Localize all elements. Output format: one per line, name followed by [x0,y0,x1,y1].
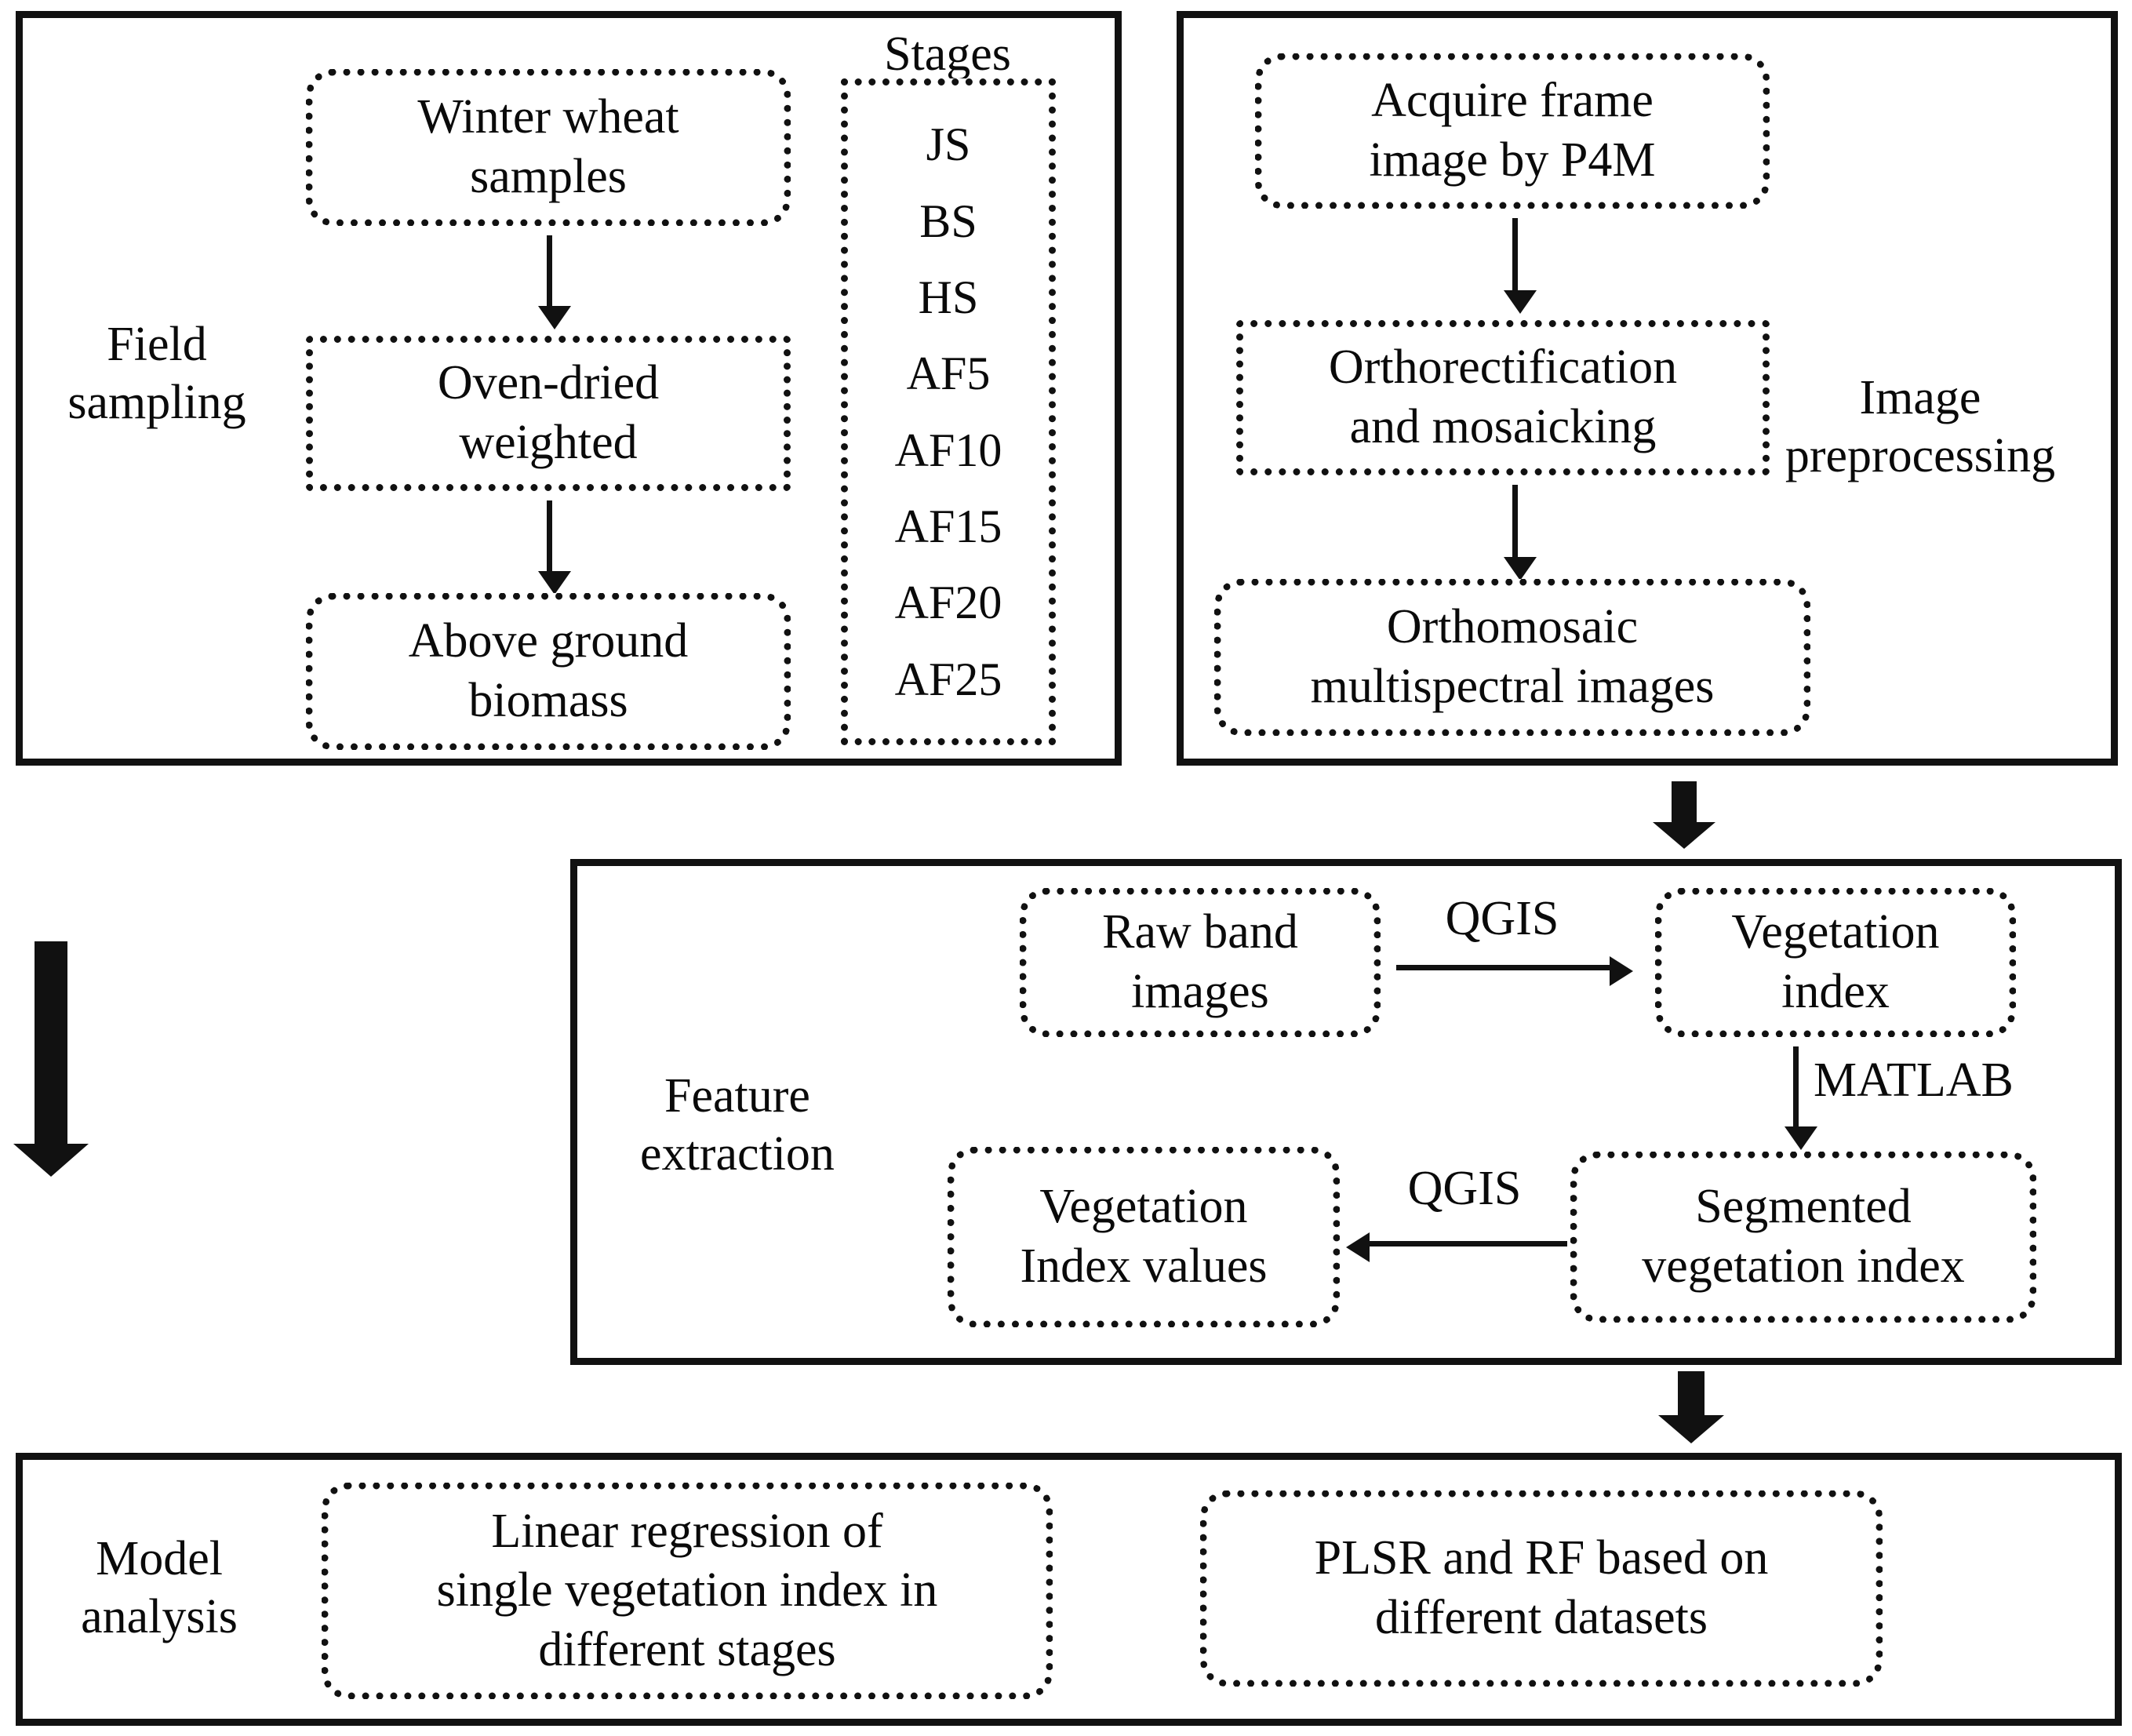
node-acquire-frame-image: Acquire frame image by P4M [1255,53,1770,209]
node-winter-wheat-samples: Winter wheat samples [306,69,791,226]
node-oven-dried-weighted: Oven-dried weighted [306,336,791,491]
arrow-vegindex-to-segmented [1785,1046,1817,1150]
stage-item: AF15 [894,500,1002,552]
stage-item: AF5 [906,348,991,400]
stage-item: AF20 [894,577,1002,629]
block-arrow-feature-to-model [1657,1371,1726,1443]
edge-label-matlab: MATLAB [1814,1054,2014,1107]
node-linear-regression: Linear regression of single vegetation i… [322,1483,1053,1699]
stage-item: AF10 [894,424,1002,476]
node-above-ground-biomass: Above ground biomass [306,593,791,750]
node-orthomosaic-multispectral-images: Orthomosaic multispectral images [1214,579,1810,736]
stage-item: HS [918,271,979,323]
arrow-rawband-to-vegindex [1396,956,1633,986]
block-arrow-preprocessing-to-feature [1650,781,1718,849]
node-raw-band-images: Raw band images [1020,888,1381,1037]
stage-item: AF25 [894,653,1002,705]
panel-label-image-preprocessing: Image preprocessing [1785,371,2056,483]
arrow-segmented-to-values [1346,1232,1567,1262]
panel-label-feature-extraction: Feature extraction [640,1069,835,1181]
arrow-acquire-to-ortho [1504,218,1537,314]
stage-item: BS [919,195,977,247]
node-vegetation-index: Vegetation index [1655,888,2016,1037]
edge-label-qgis-top: QGIS [1445,892,1559,945]
stages-list: JS BS HS AF5 AF10 AF15 AF20 AF25 [841,78,1056,745]
panel-label-field-sampling: Field sampling [67,318,246,430]
node-vegetation-index-values: Vegetation Index values [948,1147,1340,1327]
arrow-oven-to-biomass [538,500,571,595]
node-orthorectification-mosaicking: Orthorectification and mosaicking [1236,320,1770,475]
edge-label-qgis-bottom: QGIS [1407,1162,1522,1215]
block-arrow-sampling-to-model [8,941,94,1177]
arrow-samples-to-oven [538,235,571,329]
panel-label-model-analysis: Model analysis [81,1532,238,1644]
arrow-ortho-to-orthomosaic [1504,485,1537,580]
stages-heading: Stages [884,27,1011,81]
stage-item: JS [926,118,971,171]
node-segmented-vegetation-index: Segmented vegetation index [1570,1152,2036,1323]
node-plsr-rf: PLSR and RF based on different datasets [1200,1490,1883,1687]
